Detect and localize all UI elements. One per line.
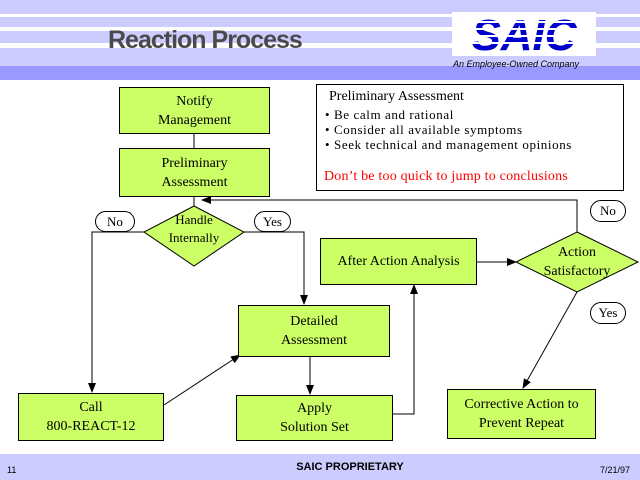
box-corrective-action: Corrective Action to Prevent Repeat: [447, 389, 596, 439]
connector-handle-no: [88, 231, 144, 393]
decision-handle-internally-label: Handle Internally: [168, 212, 220, 245]
page-number: 11: [7, 465, 17, 475]
connector-satisfactory-no: [201, 196, 578, 232]
header-stripe: [0, 17, 640, 27]
decision-handle-internally: [143, 205, 245, 267]
saic-logo: SAIC: [452, 12, 596, 56]
footer-bar: [0, 457, 640, 480]
box-call-react: Call 800-REACT-12: [18, 393, 164, 441]
header-stripe: [0, 66, 640, 80]
box-notify-management-label: Notify Management: [157, 93, 232, 128]
note-bullet-list: • Be calm and rational • Consider all av…: [325, 107, 572, 152]
note-bullet: • Seek technical and management opinions: [325, 137, 572, 152]
box-apply-solution-set: Apply Solution Set: [236, 395, 393, 441]
connector-apply-afteraction: [393, 284, 418, 415]
box-notify-management: Notify Management: [119, 87, 270, 134]
label-no-right: No: [590, 200, 626, 222]
box-preliminary-assessment: Preliminary Assessment: [119, 148, 270, 197]
logo-wordmark: SAIC: [471, 12, 577, 56]
header-stripe: [0, 43, 640, 48]
box-corrective-action-label: Corrective Action to Prevent Repeat: [464, 397, 579, 431]
box-preliminary-assessment-label: Preliminary Assessment: [161, 155, 228, 190]
decision-action-satisfactory-label: Action Satisfactory: [543, 245, 611, 279]
box-apply-solution-set-label: Apply Solution Set: [280, 401, 349, 435]
header-stripe: [0, 27, 640, 31]
note-bullet: • Be calm and rational: [325, 107, 454, 122]
connector-handle-yes: [244, 231, 308, 305]
logo-tagline: An Employee-Owned Company: [453, 59, 580, 69]
header-stripe: [0, 0, 640, 14]
note-title: Preliminary Assessment: [329, 89, 464, 104]
label-no-left: No: [95, 211, 135, 232]
box-call-react-label: Call 800-REACT-12: [46, 400, 136, 434]
note-bullet: • Consider all available symptoms: [325, 122, 523, 137]
header-stripe: [0, 14, 640, 17]
box-detailed-assessment: Detailed Assessment: [238, 305, 390, 357]
preliminary-assessment-note: Preliminary Assessment • Be calm and rat…: [316, 84, 624, 191]
connector-call-detailed: [163, 354, 241, 406]
box-after-action-analysis: After Action Analysis: [320, 238, 477, 285]
connector-satisfactory-yes: [522, 291, 578, 389]
label-yes-right: Yes: [590, 302, 626, 324]
footer-classification: SAIC PROPRIETARY: [296, 461, 404, 473]
page-title: Reaction Process: [108, 26, 303, 54]
decision-action-satisfactory: [514, 231, 640, 293]
footer-stripe: [0, 454, 640, 457]
box-after-action-analysis-label: After Action Analysis: [337, 254, 460, 269]
note-warning: Don’t be too quick to jump to conclusion…: [324, 169, 568, 184]
box-detailed-assessment-label: Detailed Assessment: [280, 314, 348, 348]
footer-date: 7/21/97: [599, 465, 630, 475]
label-yes-mid: Yes: [254, 211, 291, 232]
